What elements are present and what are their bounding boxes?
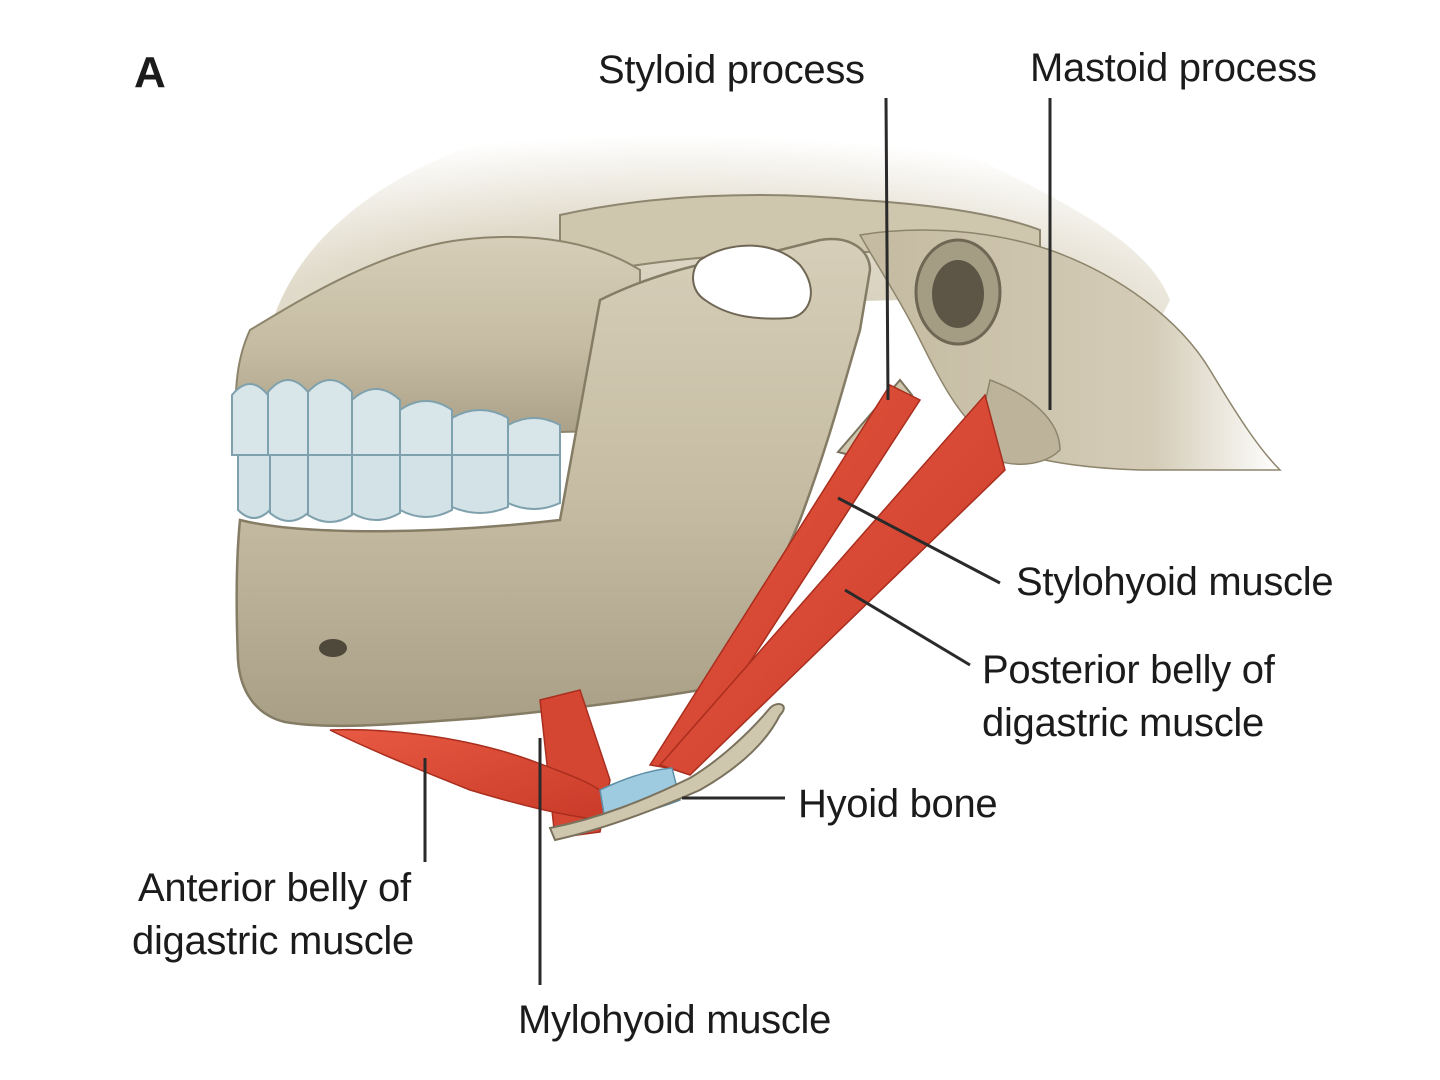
- hyoid-bone-shape: [548, 703, 785, 842]
- label-stylohyoid-muscle: Stylohyoid muscle: [1016, 560, 1334, 604]
- lower-teeth: [237, 454, 561, 523]
- posterior-belly-shape: [658, 393, 1006, 776]
- label-posterior-belly: Posterior belly of digastric muscle: [982, 644, 1275, 750]
- leader-lines: [423, 97, 1052, 985]
- label-hyoid-bone: Hyoid bone: [798, 782, 998, 826]
- label-anterior-belly-line1: Anterior belly of: [138, 866, 411, 910]
- label-posterior-belly-line1: Posterior belly of: [982, 648, 1275, 692]
- panel-label: A: [134, 48, 166, 97]
- upper-teeth: [231, 379, 561, 456]
- label-posterior-belly-line2: digastric muscle: [982, 700, 1264, 745]
- sigmoid-notch: [692, 244, 812, 320]
- label-mylohyoid-muscle: Mylohyoid muscle: [518, 998, 832, 1042]
- label-styloid-process: Styloid process: [598, 48, 865, 92]
- mental-foramen: [319, 639, 347, 657]
- label-anterior-belly-line2: digastric muscle: [132, 918, 414, 963]
- label-anterior-belly: Anterior belly of digastric muscle: [132, 862, 414, 968]
- label-mastoid-process: Mastoid process: [1030, 46, 1317, 90]
